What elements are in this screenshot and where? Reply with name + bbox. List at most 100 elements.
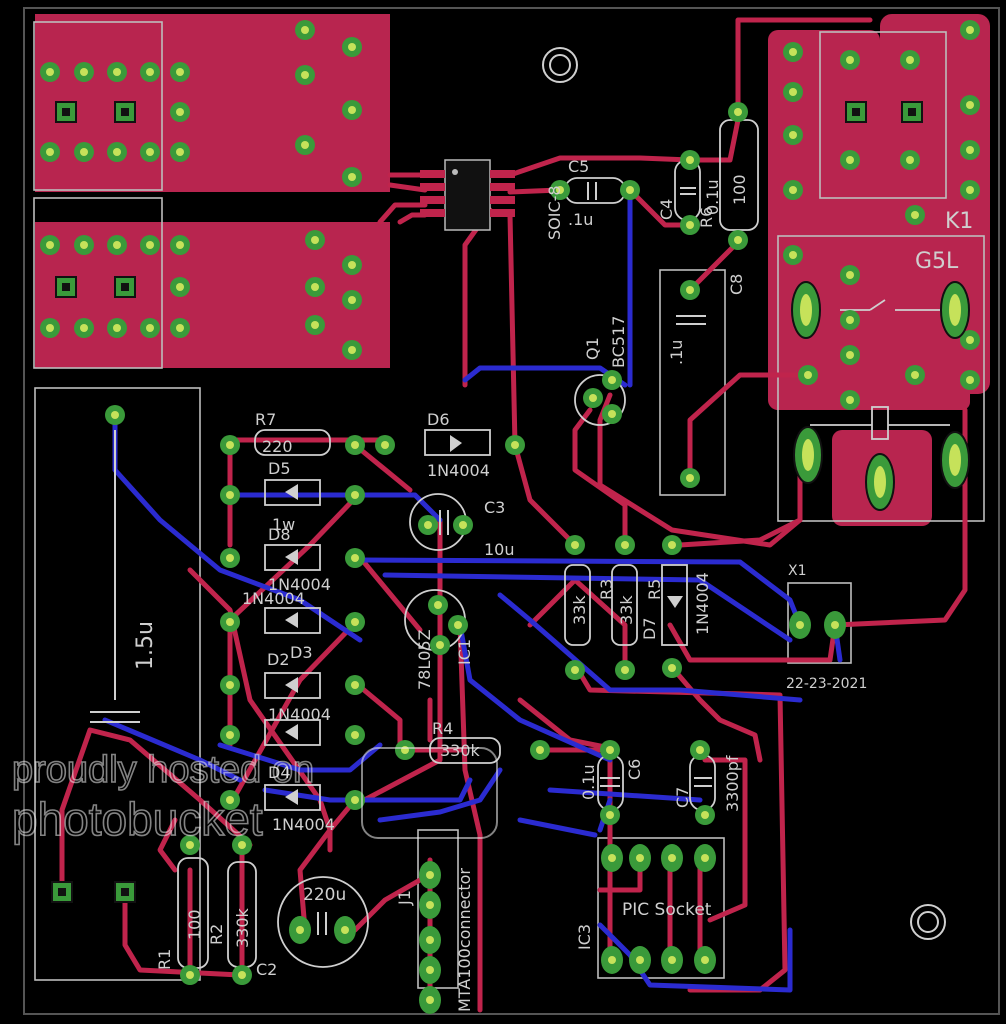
pad-hole: [226, 618, 234, 626]
watermark-camera-icon: [361, 747, 498, 839]
r1-value: 100: [185, 909, 204, 940]
c3-value: 10u: [484, 540, 515, 559]
c7-name: C7: [673, 787, 692, 808]
c4-value: 0.1u: [703, 179, 722, 215]
r7-value: 220: [262, 437, 293, 456]
q1-name: Q1: [583, 337, 602, 360]
pad-hole: [351, 731, 359, 739]
pad-hole: [351, 796, 359, 804]
r6-value: 100: [730, 174, 749, 205]
soic-label: SOIC-8: [545, 185, 564, 240]
pad-hole: [351, 491, 359, 499]
j1-value: MTA100connector: [455, 868, 474, 1012]
pad-hole: [846, 396, 854, 404]
pad-hole: [789, 88, 797, 96]
pad-hole: [608, 376, 616, 384]
pad-hole: [176, 241, 184, 249]
pad-hole: [606, 811, 614, 819]
q1-value: BC517: [609, 316, 628, 368]
d1-label: 1N4004: [242, 589, 305, 608]
pad-hole: [804, 371, 812, 379]
pad-hole: [434, 601, 442, 609]
pad-hole: [966, 26, 974, 34]
pad-hole: [146, 324, 154, 332]
d5-name: D5: [268, 459, 291, 478]
pad-hole: [301, 71, 309, 79]
square-pad-hole: [58, 888, 66, 896]
d4-value: 1N4004: [272, 815, 335, 834]
d2-value: 1N4004: [268, 705, 331, 724]
pad-hole: [176, 68, 184, 76]
pad-hole: [146, 148, 154, 156]
pad-hole: [348, 173, 356, 181]
pad-hole: [186, 971, 194, 979]
pad-hole: [789, 48, 797, 56]
pad-hole: [571, 541, 579, 549]
d5-value: 1w: [272, 515, 295, 534]
pad-hole: [226, 554, 234, 562]
pad-hole: [911, 371, 919, 379]
pad-hole: [911, 211, 919, 219]
pad-hole: [176, 148, 184, 156]
pad-hole: [686, 474, 694, 482]
ic3-value: PIC Socket: [622, 900, 712, 920]
r2-value: 330k: [233, 907, 252, 948]
r-left-value: 33k: [570, 595, 589, 625]
pad-hole: [966, 336, 974, 344]
pad-hole: [381, 441, 389, 449]
pad-hole: [46, 241, 54, 249]
c3-name: C3: [484, 498, 505, 517]
pad-hole: [789, 131, 797, 139]
c-big-value: 1.5u: [133, 621, 158, 670]
oval-pad-hole: [701, 956, 709, 964]
pad-hole: [311, 283, 319, 291]
pad-hole: [226, 796, 234, 804]
r4-name: R4: [432, 719, 453, 738]
c6-name: C6: [625, 759, 644, 780]
d6-value: 1N4004: [427, 461, 490, 480]
pad-hole: [424, 521, 432, 529]
pad-hole: [46, 68, 54, 76]
pad-hole: [966, 146, 974, 154]
pad-hole: [226, 731, 234, 739]
pad-hole: [348, 106, 356, 114]
d7-name: D7: [640, 618, 659, 641]
diode-symbols: [285, 435, 683, 805]
oval-pad-hole: [636, 854, 644, 862]
pad-hole: [846, 351, 854, 359]
c5-value: .1u: [568, 210, 593, 229]
watermark-line1: proudly hosted on: [12, 749, 314, 791]
pad-hole: [311, 236, 319, 244]
pad-hole: [846, 271, 854, 279]
mounting-holes: [542, 47, 946, 940]
pad-hole: [511, 441, 519, 449]
ic1-name: IC1: [455, 639, 474, 665]
oval-pad-hole: [426, 901, 434, 909]
pad-hole: [556, 186, 564, 194]
r6-name: R6: [697, 207, 716, 228]
silk-labels: R7 220 D6 1N4004 D5 1w D8 1N4004 1N4004 …: [133, 157, 973, 1012]
k1-name: K1: [945, 209, 973, 234]
pad-hole: [846, 56, 854, 64]
pad-hole: [966, 376, 974, 384]
relay-oval-hole: [874, 466, 886, 498]
pad-hole: [846, 316, 854, 324]
r7-name: R7: [255, 410, 276, 429]
pad-hole: [606, 746, 614, 754]
pad-hole: [668, 664, 676, 672]
pad-hole: [301, 141, 309, 149]
pad-hole: [571, 666, 579, 674]
pad-hole: [668, 541, 676, 549]
pad-hole: [348, 346, 356, 354]
square-pad-hole: [852, 108, 860, 116]
pad-hole: [789, 186, 797, 194]
pad-hole: [789, 251, 797, 259]
watermark: proudly hosted on photobucket: [11, 747, 498, 846]
oval-pad-hole: [668, 956, 676, 964]
oval-pad-hole: [426, 936, 434, 944]
pad-hole: [351, 441, 359, 449]
pad-hole: [226, 441, 234, 449]
pad-hole: [348, 43, 356, 51]
d8-value: 1N4004: [268, 575, 331, 594]
